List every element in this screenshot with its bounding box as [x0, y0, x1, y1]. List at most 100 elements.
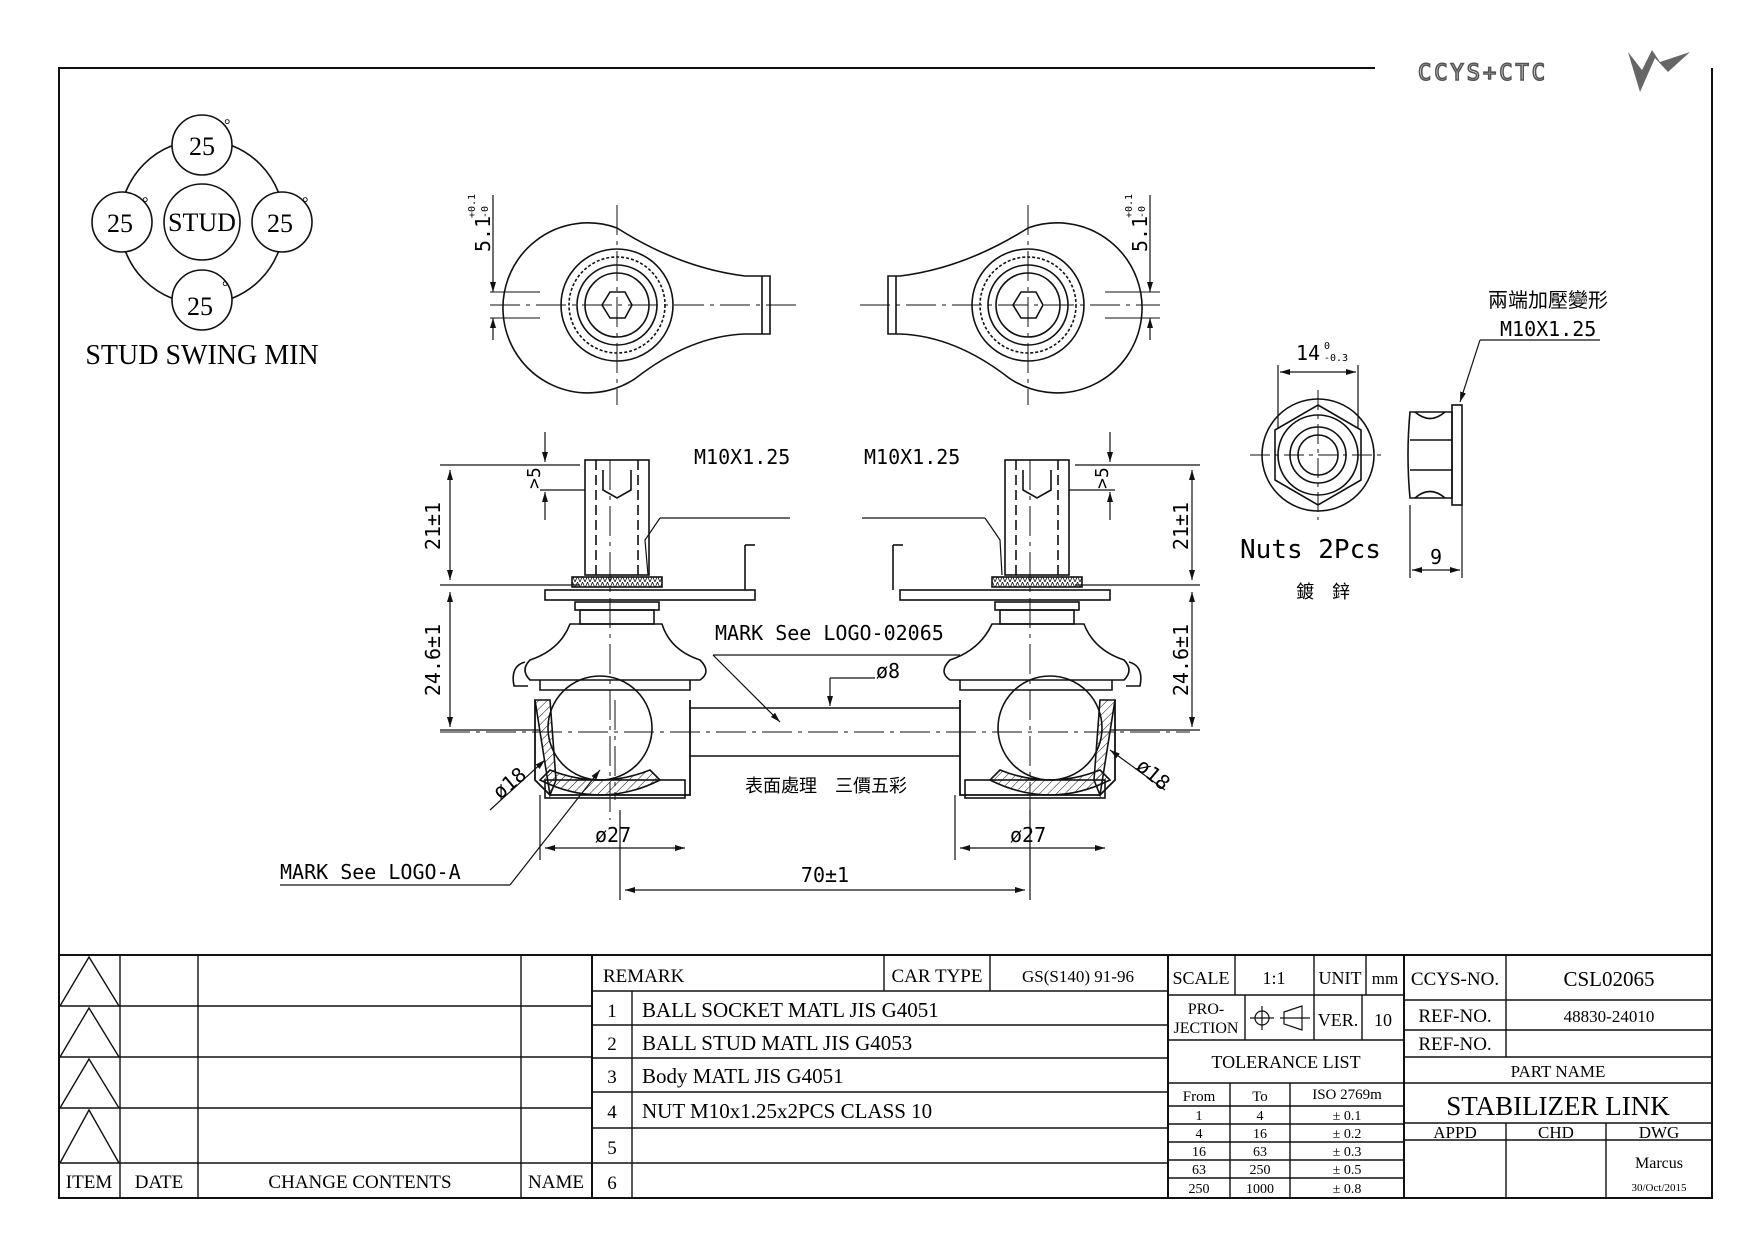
swing-left-angle: 25 [107, 209, 133, 238]
dim-21-left: 21±1 [421, 502, 445, 550]
dim-5-1-right-sup: +0.1 [1124, 194, 1135, 218]
tol-header-iso: ISO 2769m [1312, 1087, 1382, 1103]
nut-deform-note: 兩端加壓變形 [1488, 288, 1608, 312]
nut-thickness-dim: 9 [1430, 545, 1442, 569]
scale-value: 1:1 [1262, 968, 1285, 988]
remark-row-text: NUT M10x1.25x2PCS CLASS 10 [642, 1099, 932, 1123]
dim-5-1-right: 5.1 [1128, 216, 1152, 252]
tol-row-value: ± 0.1 [1333, 1109, 1362, 1124]
dim-dia27-left: ø27 [595, 823, 631, 847]
dim-dia8: ø8 [876, 659, 900, 683]
swing-top-angle: 25 [189, 132, 215, 161]
dim-5-1-left: 5.1 [471, 216, 495, 252]
swing-right-angle: 25 [267, 209, 293, 238]
dim-dia18-right: ø18 [1132, 753, 1175, 795]
tol-row-to: 16 [1253, 1127, 1267, 1142]
thread-label-left: M10X1.25 [694, 445, 790, 469]
front-view-left-joint [512, 459, 756, 820]
tol-row-from: 63 [1192, 1163, 1206, 1178]
nut-finish-note: 鍍 鋅 [1296, 582, 1350, 603]
drawn-by-value: Marcus [1635, 1155, 1683, 1172]
surface-treatment-note: 表面處理 三價五彩 [745, 776, 907, 797]
remark-row-num: 4 [607, 1102, 617, 1123]
tolerance-title: TOLERANCE LIST [1211, 1052, 1360, 1072]
dim-min5-left: >5 [524, 467, 545, 489]
part-name-value: STABILIZER LINK [1446, 1091, 1670, 1121]
nut-front-view [1250, 365, 1385, 520]
car-type-value: GS(S140) 91-96 [1022, 967, 1134, 986]
rev-header-name: NAME [528, 1172, 584, 1193]
tol-row-from: 4 [1196, 1127, 1203, 1142]
tol-row-value: ± 0.8 [1333, 1182, 1362, 1197]
nut-thread-label: M10X1.25 [1500, 317, 1596, 341]
tol-row-value: ± 0.2 [1333, 1127, 1362, 1142]
tol-row-to: 63 [1253, 1145, 1267, 1160]
ref-no-value: 48830-24010 [1564, 1007, 1655, 1026]
dwg-label: DWG [1639, 1123, 1680, 1142]
dim-dia18-left: ø18 [488, 762, 531, 804]
remark-row-text: BALL SOCKET MATL JIS G4051 [642, 998, 939, 1022]
title-block-grid [59, 954, 1712, 1198]
tol-row-from: 1 [1196, 1109, 1203, 1124]
nut-width-sup: 0 [1324, 341, 1330, 352]
swing-bottom-angle: 25 [187, 292, 213, 321]
dim-lines-top [490, 195, 1153, 340]
remark-row-text: Body MATL JIS G4051 [642, 1064, 844, 1088]
svg-text:CCYS+CTC: CCYS+CTC [1418, 61, 1548, 86]
chd-label: CHD [1538, 1123, 1574, 1142]
tol-row-to: 4 [1257, 1109, 1264, 1124]
logo-bird-icon [1628, 50, 1690, 92]
dim-min5-right: >5 [1092, 467, 1113, 489]
dim-24-6-right: 24.6±1 [1169, 624, 1193, 696]
tol-header-from: From [1183, 1089, 1216, 1105]
ccys-no-label: CCYS-NO. [1411, 969, 1499, 990]
mark-logo-label: MARK See LOGO-02065 [715, 621, 944, 645]
tol-row-from: 16 [1192, 1145, 1206, 1160]
remark-row-num: 2 [607, 1034, 617, 1055]
drawing-date-value: 30/Oct/2015 [1632, 1182, 1687, 1194]
ver-value: 10 [1374, 1010, 1392, 1030]
swing-caption: STUD SWING MIN [85, 340, 318, 371]
unit-value: mm [1372, 969, 1398, 988]
part-name-label: PART NAME [1511, 1062, 1606, 1081]
tol-header-to: To [1252, 1089, 1268, 1105]
front-view-right-joint [892, 459, 1142, 820]
mark-logo-a-label: MARK See LOGO-A [280, 860, 461, 884]
degree-symbol: ° [142, 195, 148, 212]
remark-row-num: 5 [607, 1138, 617, 1159]
stud-swing-diagram [91, 114, 313, 331]
scale-label: SCALE [1172, 968, 1229, 988]
remark-row-num: 1 [607, 1001, 617, 1022]
tol-row-to: 1000 [1246, 1182, 1274, 1197]
front-dim-lines [280, 432, 1200, 900]
tol-row-value: ± 0.5 [1333, 1163, 1362, 1178]
dim-5-1-right-sub: -0 [1137, 206, 1148, 218]
dim-70: 70±1 [801, 863, 849, 887]
rev-header-date: DATE [135, 1172, 184, 1193]
link-bar [440, 707, 1190, 757]
dim-5-1-left-sub: -0 [480, 206, 491, 218]
remark-row-num: 3 [607, 1067, 617, 1088]
degree-symbol: ° [222, 279, 228, 296]
nut-side-view [1407, 339, 1600, 578]
remark-row-text: BALL STUD MATL JIS G4053 [642, 1031, 912, 1055]
ver-label: VER. [1318, 1010, 1359, 1030]
remark-row-num: 6 [607, 1173, 617, 1194]
dim-5-1-left-sup: +0.1 [467, 194, 478, 218]
rev-header-item: ITEM [66, 1172, 113, 1193]
ref-no-label: REF-NO. [1418, 1006, 1491, 1027]
nut-width-dim: 14 [1296, 341, 1320, 365]
remark-label: REMARK [603, 966, 685, 987]
sheet-border [58, 67, 1713, 1199]
rev-header-contents: CHANGE CONTENTS [268, 1172, 451, 1193]
thread-label-right: M10X1.25 [864, 445, 960, 469]
company-logo: CCYS+CTC [1417, 50, 1690, 92]
ccys-no-value: CSL02065 [1563, 967, 1654, 991]
dim-21-right: 21±1 [1169, 502, 1193, 550]
degree-symbol: ° [302, 195, 308, 212]
dim-dia27-right: ø27 [1010, 823, 1046, 847]
tol-row-to: 250 [1250, 1163, 1271, 1178]
dim-24-6-left: 24.6±1 [421, 624, 445, 696]
tol-row-value: ± 0.3 [1333, 1145, 1362, 1160]
